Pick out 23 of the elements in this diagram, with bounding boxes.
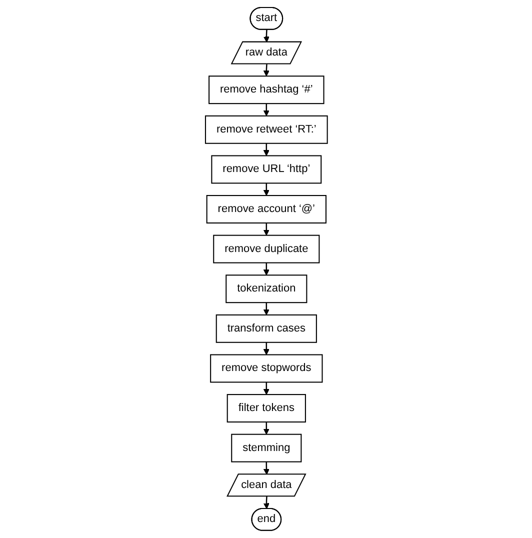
arrow	[262, 64, 270, 76]
arrow	[262, 302, 270, 316]
node-box: transform cases	[215, 314, 317, 343]
arrow	[262, 422, 270, 435]
arrow	[263, 30, 270, 42]
arrow	[262, 143, 270, 156]
arrow	[262, 104, 270, 116]
node-box: remove duplicate	[212, 234, 320, 264]
node-box: tokenization	[225, 274, 307, 304]
arrow	[262, 262, 270, 276]
arrow	[262, 223, 270, 236]
node-box: remove URL ‘http’	[210, 155, 322, 184]
node-box: remove account ‘@’	[206, 195, 326, 224]
arrow	[262, 183, 270, 196]
node-box: filter tokens	[226, 394, 306, 423]
node-box: stemming	[230, 434, 302, 462]
node-box: remove retweet ‘RT:’	[204, 115, 328, 144]
arrow	[262, 342, 270, 356]
node-box: remove stopwords	[210, 354, 322, 383]
arrow	[262, 382, 270, 395]
arrow	[263, 462, 270, 475]
arrow	[263, 496, 270, 510]
node-box: remove hashtag ‘#’	[208, 76, 324, 104]
